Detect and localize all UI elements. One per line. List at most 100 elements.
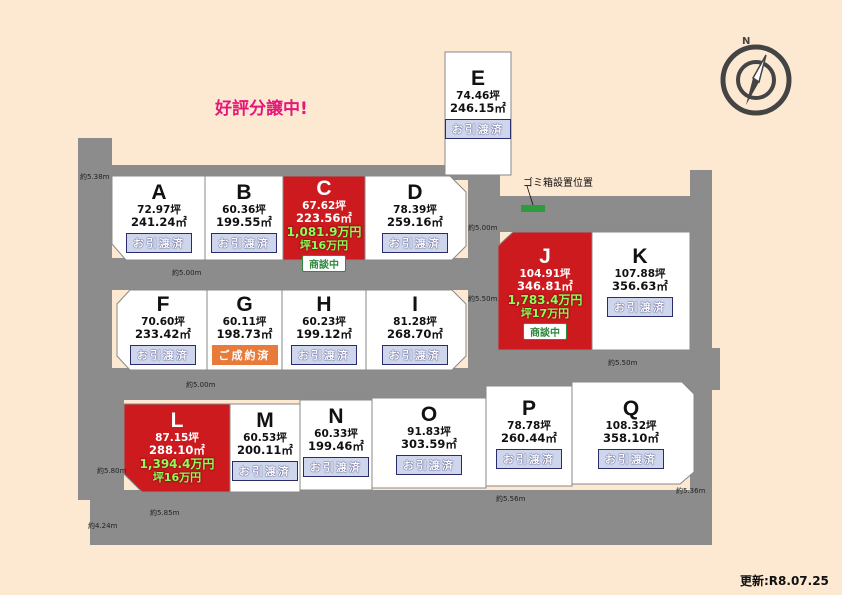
lot-area-tsubo: 87.15坪 (155, 432, 199, 444)
sold-badge: お引渡済 (126, 233, 192, 253)
sold-badge: お引渡済 (607, 297, 673, 317)
garbage-station (521, 205, 545, 212)
lot-price: 1,783.4万円 (507, 293, 583, 307)
lot-area-sqm: 303.59㎡ (401, 437, 457, 451)
road-width-label: 約5.50m (608, 359, 638, 367)
lot-letter: Q (622, 397, 640, 420)
sold-badge: お引渡済 (445, 119, 511, 139)
road-width-label: 約5.80m (97, 467, 127, 475)
badge-row: お引渡済 (372, 451, 486, 475)
lot-area-sqm: 358.10㎡ (603, 431, 659, 445)
lot-area-sqm: 268.70㎡ (387, 327, 443, 341)
lot-area-sqm: 223.56㎡ (296, 211, 352, 225)
badge-row: お引渡済 (572, 445, 690, 469)
road-width-label: 約5.38m (80, 173, 110, 181)
lot-area-sqm: 199.12㎡ (296, 327, 352, 341)
lot-shape-K (591, 231, 691, 351)
badge-row: お引渡済 (120, 341, 206, 365)
lot-letter: H (316, 293, 332, 316)
lot-letter: E (470, 67, 485, 90)
compass-icon (720, 44, 792, 116)
badge-row: 商談中 (500, 320, 590, 340)
lot-letter: O (420, 403, 438, 426)
lot-letter: I (412, 293, 418, 316)
sold-badge: お引渡済 (232, 461, 298, 481)
sold-badge: お引渡済 (130, 345, 196, 365)
road-width-label: 約5.56m (496, 495, 526, 503)
sold-badge: お引渡済 (382, 233, 448, 253)
lot-area-tsubo: 60.33坪 (314, 428, 358, 440)
lot-area-sqm: 259.16㎡ (387, 215, 443, 229)
lot-area-sqm: 199.46㎡ (308, 439, 364, 453)
lot-letter: P (521, 397, 536, 420)
sold-badge: お引渡済 (291, 345, 357, 365)
sold-badge: お引渡済 (496, 449, 562, 469)
lot-letter: J (539, 245, 551, 268)
lot-letter: K (632, 245, 648, 268)
badge-row: お引渡済 (115, 229, 203, 253)
lot-letter: C (316, 177, 332, 200)
lot-area-tsubo: 70.60坪 (141, 316, 185, 328)
badge-row: ご成約済 (207, 341, 282, 365)
lot-area-sqm: 241.24㎡ (131, 215, 187, 229)
lot-area-sqm: 246.15㎡ (450, 101, 506, 115)
badge-row: お引渡済 (486, 445, 572, 469)
badge-row: お引渡済 (300, 453, 372, 477)
lot-letter: G (236, 293, 253, 316)
lot-area-tsubo: 78.39坪 (393, 204, 437, 216)
negotiating-badge: 商談中 (302, 255, 346, 272)
contracted-badge: ご成約済 (211, 345, 278, 365)
lot-area-tsubo: 67.62坪 (302, 200, 346, 212)
compass-north-label: N (742, 36, 751, 47)
lot-letter: L (170, 409, 184, 432)
lot-area-tsubo: 60.53坪 (243, 432, 287, 444)
lot-letter: N (328, 405, 344, 428)
lot-area-tsubo: 72.97坪 (137, 204, 181, 216)
road-width-label: 約5.36m (676, 487, 706, 495)
lot-area-tsubo: 60.36坪 (222, 204, 266, 216)
lot-unit-price: 坪16万円 (152, 471, 202, 484)
lot-letter: A (151, 181, 167, 204)
road-width-label: 約5.00m (172, 269, 202, 277)
lot-letter: M (256, 409, 274, 432)
road-width-label: 約5.50m (468, 295, 498, 303)
lot-shape-J (497, 231, 593, 351)
lot-area-sqm: 356.63㎡ (612, 279, 668, 293)
lot-area-tsubo: 81.28坪 (393, 316, 437, 328)
lot-area-tsubo: 78.78坪 (507, 420, 551, 432)
sold-badge: お引渡済 (303, 457, 369, 477)
lot-area-sqm: 260.44㎡ (501, 431, 557, 445)
road-network (78, 138, 720, 545)
lot-unit-price: 坪17万円 (520, 307, 570, 320)
negotiating-badge: 商談中 (523, 323, 567, 340)
lot-area-tsubo: 104.91坪 (519, 268, 571, 280)
lot-area-tsubo: 60.23坪 (302, 316, 346, 328)
badge-row: 商談中 (283, 252, 365, 272)
road-width-label: 約5.85m (150, 509, 180, 517)
lot-shape-L (123, 403, 231, 493)
sold-badge: お引渡済 (396, 455, 462, 475)
lot-area-tsubo: 60.11坪 (222, 316, 267, 328)
page-title: 好評分譲中! (215, 99, 308, 119)
lot-area-sqm: 200.11㎡ (237, 443, 293, 457)
sold-badge: お引渡済 (598, 449, 664, 469)
badge-row: お引渡済 (282, 341, 366, 365)
